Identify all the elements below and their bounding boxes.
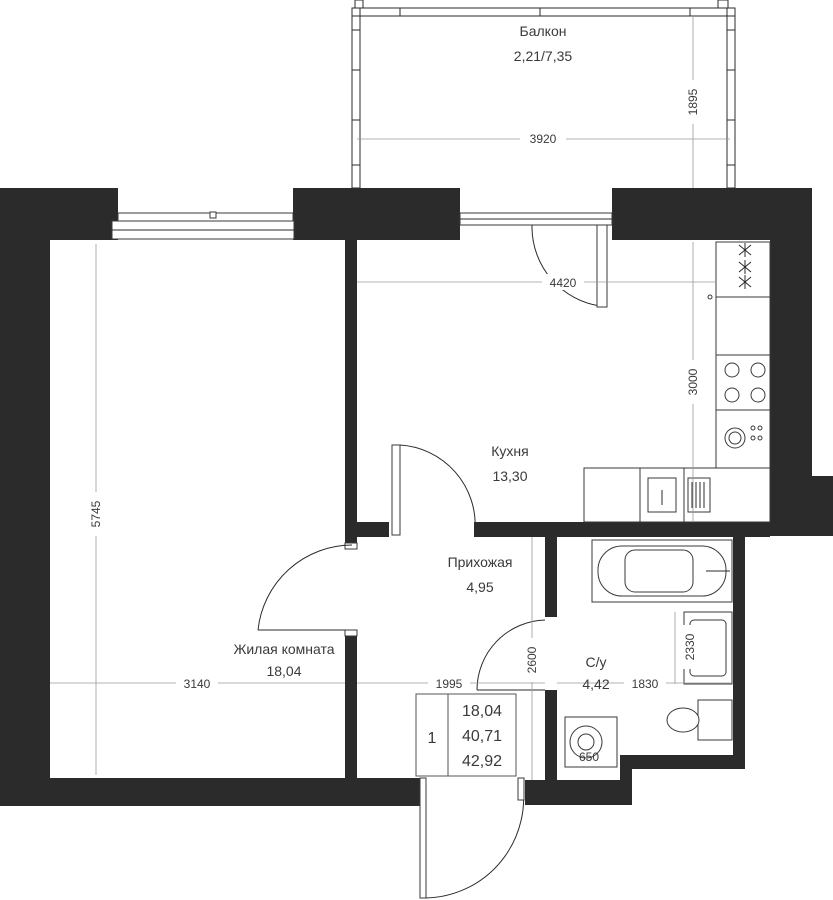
kitchen-depth-label: 3000 (686, 368, 700, 395)
summary-living-area: 18,04 (462, 703, 502, 720)
toilet-icon (666, 707, 700, 733)
round-sink-icon (724, 425, 763, 449)
balcony-post (717, 0, 729, 9)
doors (257, 224, 608, 899)
washer-label: 650 (579, 750, 599, 764)
living-width-label: 3140 (184, 677, 211, 691)
toilet-tank (697, 699, 733, 741)
balcony-depth-label: 1895 (686, 88, 700, 115)
rooms-count: 1 (428, 730, 437, 747)
stove-burners-icon (724, 362, 766, 403)
windows (111, 211, 613, 240)
balcony-left-rail (351, 7, 361, 189)
fridge-icon (738, 243, 752, 289)
drainboard-icon (687, 477, 711, 513)
bathroom-name: С/у (586, 654, 607, 670)
room-labels: Балкон 2,21/7,35 Кухня 13,30 Прихожая 4,… (233, 23, 609, 692)
living-area: 18,04 (266, 663, 301, 679)
area-summary-table: 1 18,04 40,71 42,92 (415, 693, 517, 777)
bathroom-width-label: 1830 (632, 677, 659, 691)
balcony-area: 2,21/7,35 (514, 48, 573, 64)
dimension-labels: 3920 1895 4420 3000 5745 3140 1995 2600 … (88, 80, 701, 764)
balcony-front-rail (351, 7, 736, 17)
balcony-width-label: 3920 (530, 132, 557, 146)
kitchen-width-label: 4420 (550, 276, 577, 290)
kitchen-furniture (583, 241, 771, 523)
hall-depth-label: 2600 (525, 646, 539, 673)
bathroom-niche-label: 2330 (683, 633, 697, 660)
hall-area: 4,95 (466, 579, 493, 595)
summary-total-area: 40,71 (462, 728, 502, 745)
fridge (715, 241, 771, 298)
summary-total-with-balcony: 42,92 (462, 753, 502, 770)
kitchen-sink (639, 467, 685, 523)
living-depth-label: 5745 (89, 500, 103, 527)
living-name: Жилая комната (233, 641, 334, 657)
hall-name: Прихожая (448, 554, 513, 570)
walls (0, 188, 833, 806)
hall-width-label: 1995 (436, 677, 463, 691)
kitchen-area: 13,30 (492, 468, 527, 484)
balcony-right-rail (726, 7, 736, 189)
balcony-post (354, 0, 364, 9)
stove (715, 354, 771, 411)
balcony-name: Балкон (520, 23, 567, 39)
bathroom-area: 4,42 (582, 676, 609, 692)
dimension-lines (50, 16, 733, 780)
kitchen-name: Кухня (491, 443, 528, 459)
bathroom-fixtures (564, 539, 733, 768)
